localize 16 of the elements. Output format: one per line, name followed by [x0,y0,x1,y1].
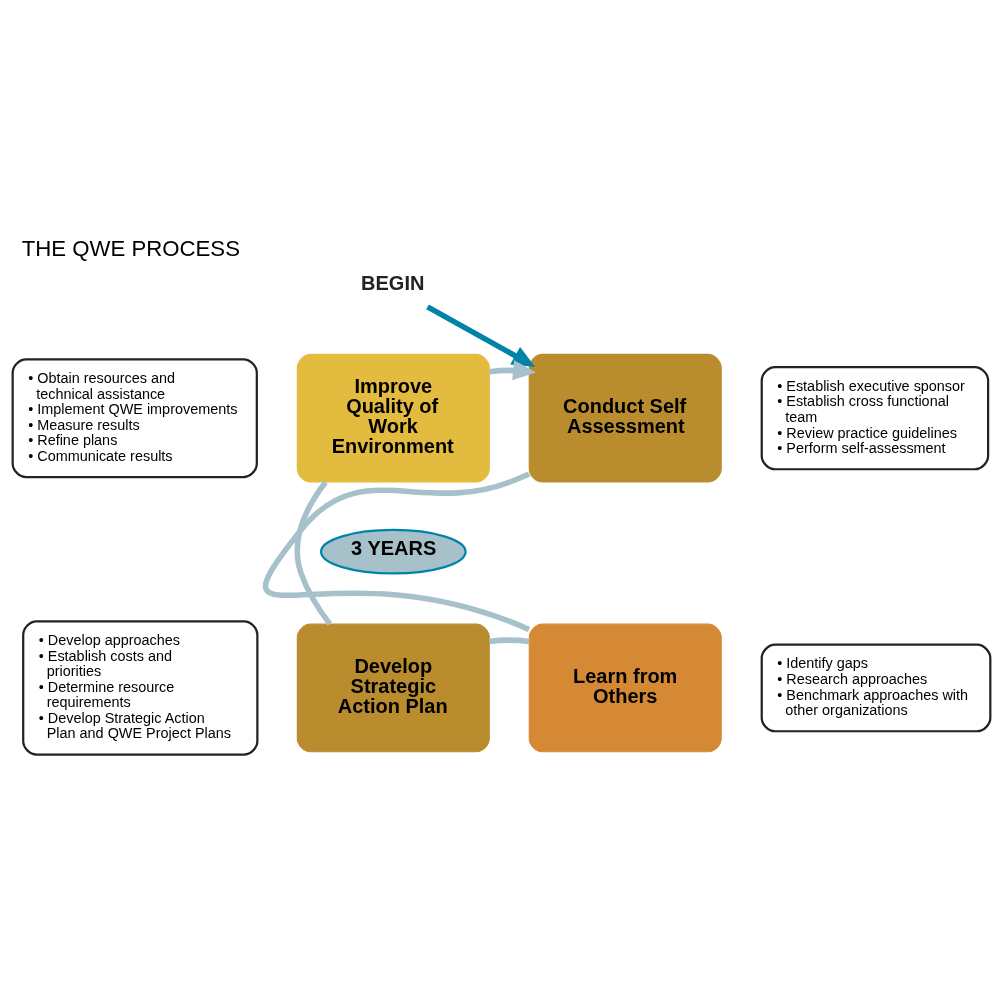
connector [294,480,333,626]
diagram-title: THE QWE PROCESS [21,235,240,261]
node-ellipse: 3 YEARS [319,528,467,575]
connector [489,636,530,644]
node-box: Improve Quality of Work Environment [296,353,490,483]
node-box: Conduct Self Assessment [528,353,722,483]
node-box: • Develop approaches • Establish costs and priorities • Determine resource requirements • Develop Strategic Action Plan and QWE Project Plans [22,619,259,756]
node-box: • Identify gaps • Research approaches • Benchmark approaches with other organizations [760,643,992,732]
node-box: Learn from Others [528,623,722,752]
node-box: Develop Strategic Action Plan [296,623,490,752]
connector [263,470,531,632]
arrow [426,303,536,367]
node-text: BEGIN [361,271,425,294]
node-box: • Obtain resources and technical assistance • Implement QWE improvements • Measure results • Refine plans • Communicate results [11,357,258,478]
arrow [489,359,537,380]
node-box: • Establish executive sponsor • Establish cross functional team • Review practice guidelines • Perform self-assessment [760,365,990,470]
